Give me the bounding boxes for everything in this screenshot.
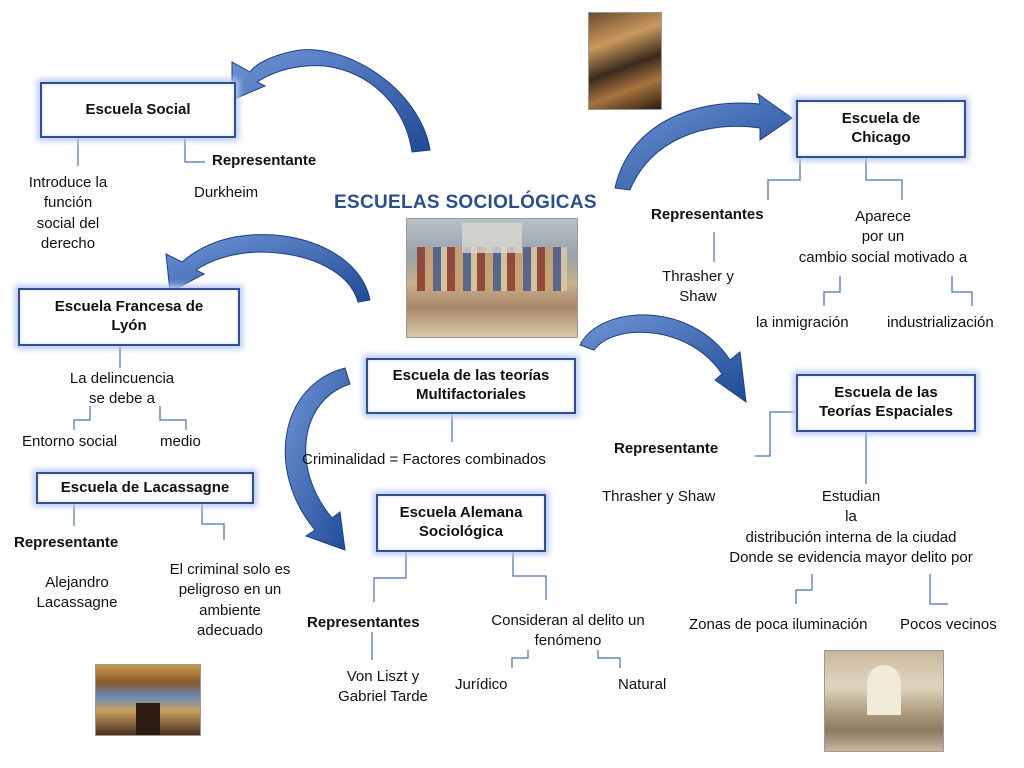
espaciales-desc: Estudian la distribución interna de la c… — [729, 488, 973, 566]
chicago-cause-1: la inmigración — [756, 314, 849, 331]
alemana-rep: Von Liszt y Gabriel Tarde — [338, 668, 428, 706]
espaciales-option-2: Pocos vecinos — [900, 616, 997, 633]
box-escuela-chicago: Escuela de Chicago — [796, 100, 966, 158]
lyon-option-2: medio — [160, 433, 201, 450]
multi-desc: Criminalidad = Factores combinados — [302, 451, 546, 468]
alemana-option-1: Jurídico — [455, 676, 508, 693]
social-desc: Introduce la función social del derecho — [28, 174, 108, 252]
alemana-option-2: Natural — [618, 676, 667, 693]
diagram-title: ESCUELAS SOCIOLÓGICAS — [334, 192, 597, 213]
arrow-to-espaciales — [579, 314, 747, 404]
painting-bottom-right — [824, 650, 944, 752]
connector-lines — [73, 138, 973, 668]
box-escuela-social: Escuela Social — [40, 82, 236, 138]
box-escuela-lacassagne: Escuela de Lacassagne — [36, 472, 254, 504]
espaciales-rep-label: Representante — [614, 440, 719, 457]
alemana-desc: Consideran al delito un fenómeno — [491, 612, 645, 650]
box-escuela-alemana: Escuela Alemana Sociológica — [376, 494, 546, 552]
arrow-to-social — [231, 49, 431, 153]
painting-center — [406, 218, 578, 338]
espaciales-option-1: Zonas de poca iluminación — [689, 616, 868, 633]
alemana-rep-label: Representantes — [307, 614, 420, 631]
social-rep: Durkheim — [194, 184, 259, 201]
lacassagne-desc: El criminal solo es peligroso en un ambi… — [169, 561, 291, 639]
box-escuela-multifactoriales: Escuela de las teorías Multifactoriales — [366, 358, 576, 414]
curved-arrows — [165, 49, 793, 551]
painting-top-right — [588, 12, 662, 110]
espaciales-rep: Thrasher y Shaw — [602, 488, 716, 505]
chicago-cause-2: industrialización — [887, 314, 994, 331]
lacassagne-rep-label: Representante — [14, 534, 119, 551]
arrow-to-alemana — [284, 367, 351, 551]
lacassagne-rep: Alejandro Lacassagne — [36, 574, 118, 612]
box-escuela-lyon: Escuela Francesa de Lyón — [18, 288, 240, 346]
box-escuela-espaciales: Escuela de las Teorías Espaciales — [796, 374, 976, 432]
painting-bottom-left — [95, 664, 201, 736]
chicago-desc: Aparece por un cambio social motivado a — [798, 208, 968, 266]
chicago-rep-label: Representantes — [651, 206, 764, 223]
social-rep-label: Representante — [212, 152, 317, 169]
chicago-rep: Thrasher y Shaw — [662, 268, 734, 306]
arrow-to-chicago — [614, 92, 793, 191]
lyon-desc: La delincuencia se debe a — [69, 370, 175, 408]
lyon-option-1: Entorno social — [22, 433, 118, 450]
